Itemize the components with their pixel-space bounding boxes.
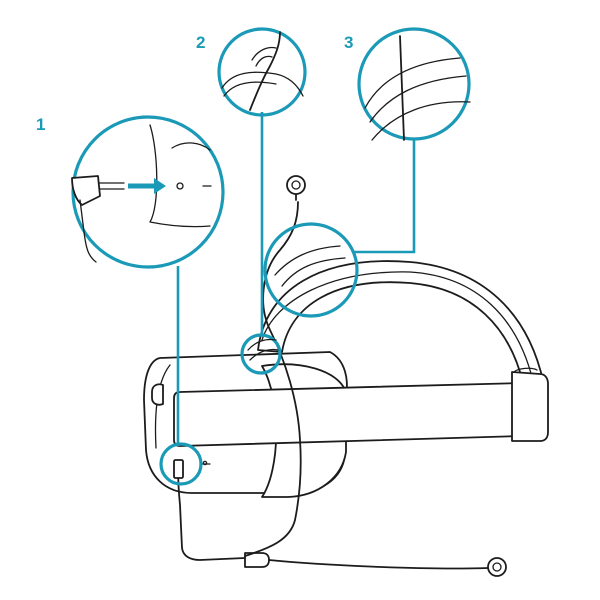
side-button [151,383,164,406]
detail-2 [217,27,307,117]
leader-3 [352,140,416,254]
target-circle-3 [263,222,359,318]
target-circle-2 [240,333,282,375]
rear-strap-pad [511,371,549,442]
detail-3 [357,27,471,141]
strap-cable [244,201,302,557]
right-cable-bottom [268,559,489,570]
step-number-2: 2 [196,33,205,52]
left-cable [177,465,246,561]
callout-leaders [176,112,416,446]
bottom-earpiece [487,557,507,577]
step-number-3: 3 [344,33,353,52]
step-number-1: 1 [36,115,45,134]
side-strap [173,382,533,447]
detail-1 [71,115,225,269]
top-earpiece [286,175,306,201]
vr-headset [143,260,549,498]
audio-cables [173,175,507,577]
target-circle-1 [159,442,203,486]
